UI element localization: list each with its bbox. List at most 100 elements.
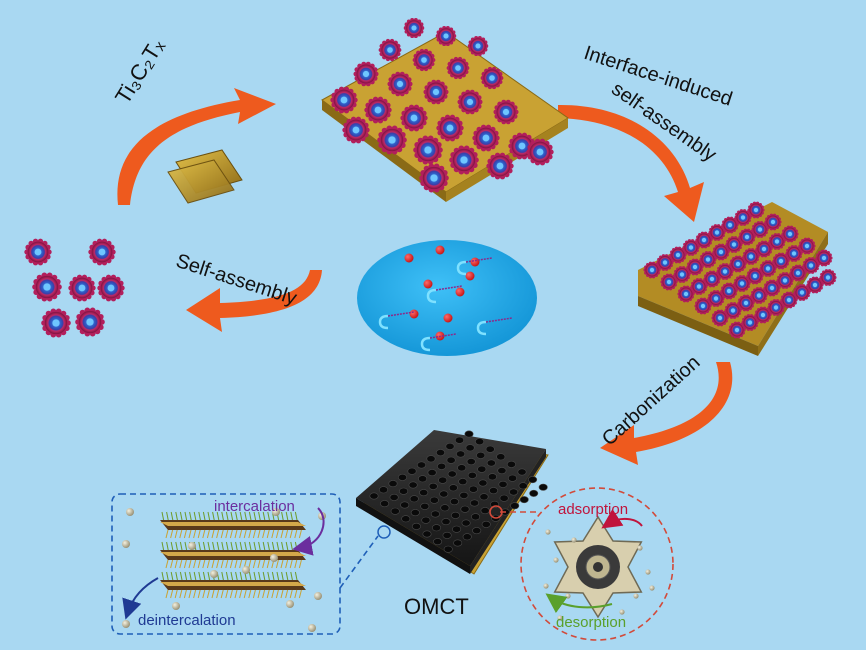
pore — [450, 511, 460, 519]
micelle-icon — [353, 61, 379, 87]
solution-ellipse — [357, 240, 537, 356]
micelle-icon — [737, 294, 755, 312]
micelle-icon — [32, 272, 62, 302]
pore — [437, 462, 447, 470]
pore — [407, 467, 417, 475]
micelle-icon — [387, 71, 413, 97]
pore — [440, 504, 450, 512]
label-desorption: desorption — [556, 614, 627, 631]
arrow-interface-induced — [558, 104, 704, 222]
micelle-icon — [400, 104, 428, 132]
micelle-icon — [708, 224, 726, 241]
micelle-icon — [446, 56, 470, 80]
polymer-chain — [420, 336, 431, 352]
ion-sphere-icon — [308, 624, 316, 632]
pore — [421, 516, 431, 524]
surfactant-dot — [423, 279, 433, 289]
pore — [467, 471, 477, 479]
pore — [464, 430, 474, 438]
pore — [496, 453, 506, 461]
micelle-icon — [526, 138, 554, 166]
pore — [443, 545, 453, 553]
micelle-icon — [793, 284, 811, 301]
pore — [388, 480, 398, 488]
micelle-icon — [789, 264, 807, 282]
micelle-icon — [412, 48, 436, 72]
ion-sphere-icon — [122, 620, 130, 628]
micelle-icon — [436, 114, 464, 142]
micelle-icon — [772, 252, 790, 270]
pore — [435, 449, 445, 457]
micelle-icon — [486, 152, 514, 180]
micelle-icon — [467, 35, 489, 57]
micelle-icon — [750, 287, 768, 304]
pore — [468, 485, 478, 493]
micelle-icon — [742, 248, 760, 265]
micelle-icon — [660, 273, 678, 291]
micelle-icon — [785, 245, 803, 262]
micelle-icon — [798, 237, 816, 255]
pore — [431, 524, 441, 532]
pore — [518, 482, 528, 490]
pore — [469, 499, 479, 507]
surfactant-dot — [465, 271, 475, 281]
ion-sphere-icon — [565, 593, 571, 599]
micelle-icon — [729, 255, 747, 273]
pore — [479, 493, 489, 501]
micelle-icon — [480, 66, 504, 90]
polymer-chain — [476, 320, 487, 336]
ordered-composite-stack — [638, 201, 837, 356]
micelle-icon — [781, 225, 799, 243]
micelle-icon — [720, 282, 738, 300]
pore — [498, 480, 508, 488]
pore — [448, 484, 458, 492]
carbon-plate-icon — [356, 430, 549, 575]
label-adsorption: adsorption — [558, 501, 629, 518]
ion-sphere-icon — [188, 542, 196, 550]
micelle-icon — [747, 201, 765, 219]
intercalation-inset — [111, 493, 391, 635]
micelle-icon — [364, 96, 392, 124]
pore — [452, 525, 462, 533]
ion-sphere-icon — [545, 529, 551, 535]
micelle-icon — [88, 238, 116, 266]
micelle-icon — [751, 221, 769, 238]
pore — [416, 461, 426, 469]
ion-sphere-icon — [633, 593, 639, 599]
arrow-carbonization — [600, 362, 733, 465]
micelle-icon — [802, 257, 820, 274]
ion-sphere-icon — [270, 554, 278, 562]
pore — [426, 455, 436, 463]
pore — [441, 518, 451, 526]
micelle-icon — [819, 269, 837, 286]
pore — [378, 486, 388, 494]
pore — [486, 459, 496, 467]
micelle-icon — [673, 266, 691, 283]
pore — [447, 470, 457, 478]
micelle-icon — [806, 276, 824, 294]
pore — [471, 513, 481, 521]
pore — [477, 465, 487, 473]
pore — [438, 476, 448, 484]
micelle-icon — [413, 135, 443, 165]
pore — [400, 501, 410, 509]
micelle-icon — [493, 99, 519, 125]
porous-particle-icon — [553, 515, 643, 619]
ion-sphere-icon — [242, 566, 250, 574]
pore — [411, 522, 421, 530]
pore — [472, 527, 482, 535]
pore — [427, 469, 437, 477]
surfactant-dot — [470, 257, 480, 267]
surfactant-dot — [409, 309, 419, 319]
micelle-icon — [342, 116, 370, 144]
micelle-icon — [815, 249, 833, 267]
ion-sphere-icon — [172, 602, 180, 610]
pore — [458, 478, 468, 486]
pore — [466, 458, 476, 466]
micelle-icon — [656, 254, 674, 271]
ion-sphere-icon — [543, 583, 549, 589]
pore — [462, 533, 472, 541]
mxene-layer — [160, 571, 306, 599]
micelle-icon — [728, 321, 746, 339]
pore — [430, 510, 440, 518]
